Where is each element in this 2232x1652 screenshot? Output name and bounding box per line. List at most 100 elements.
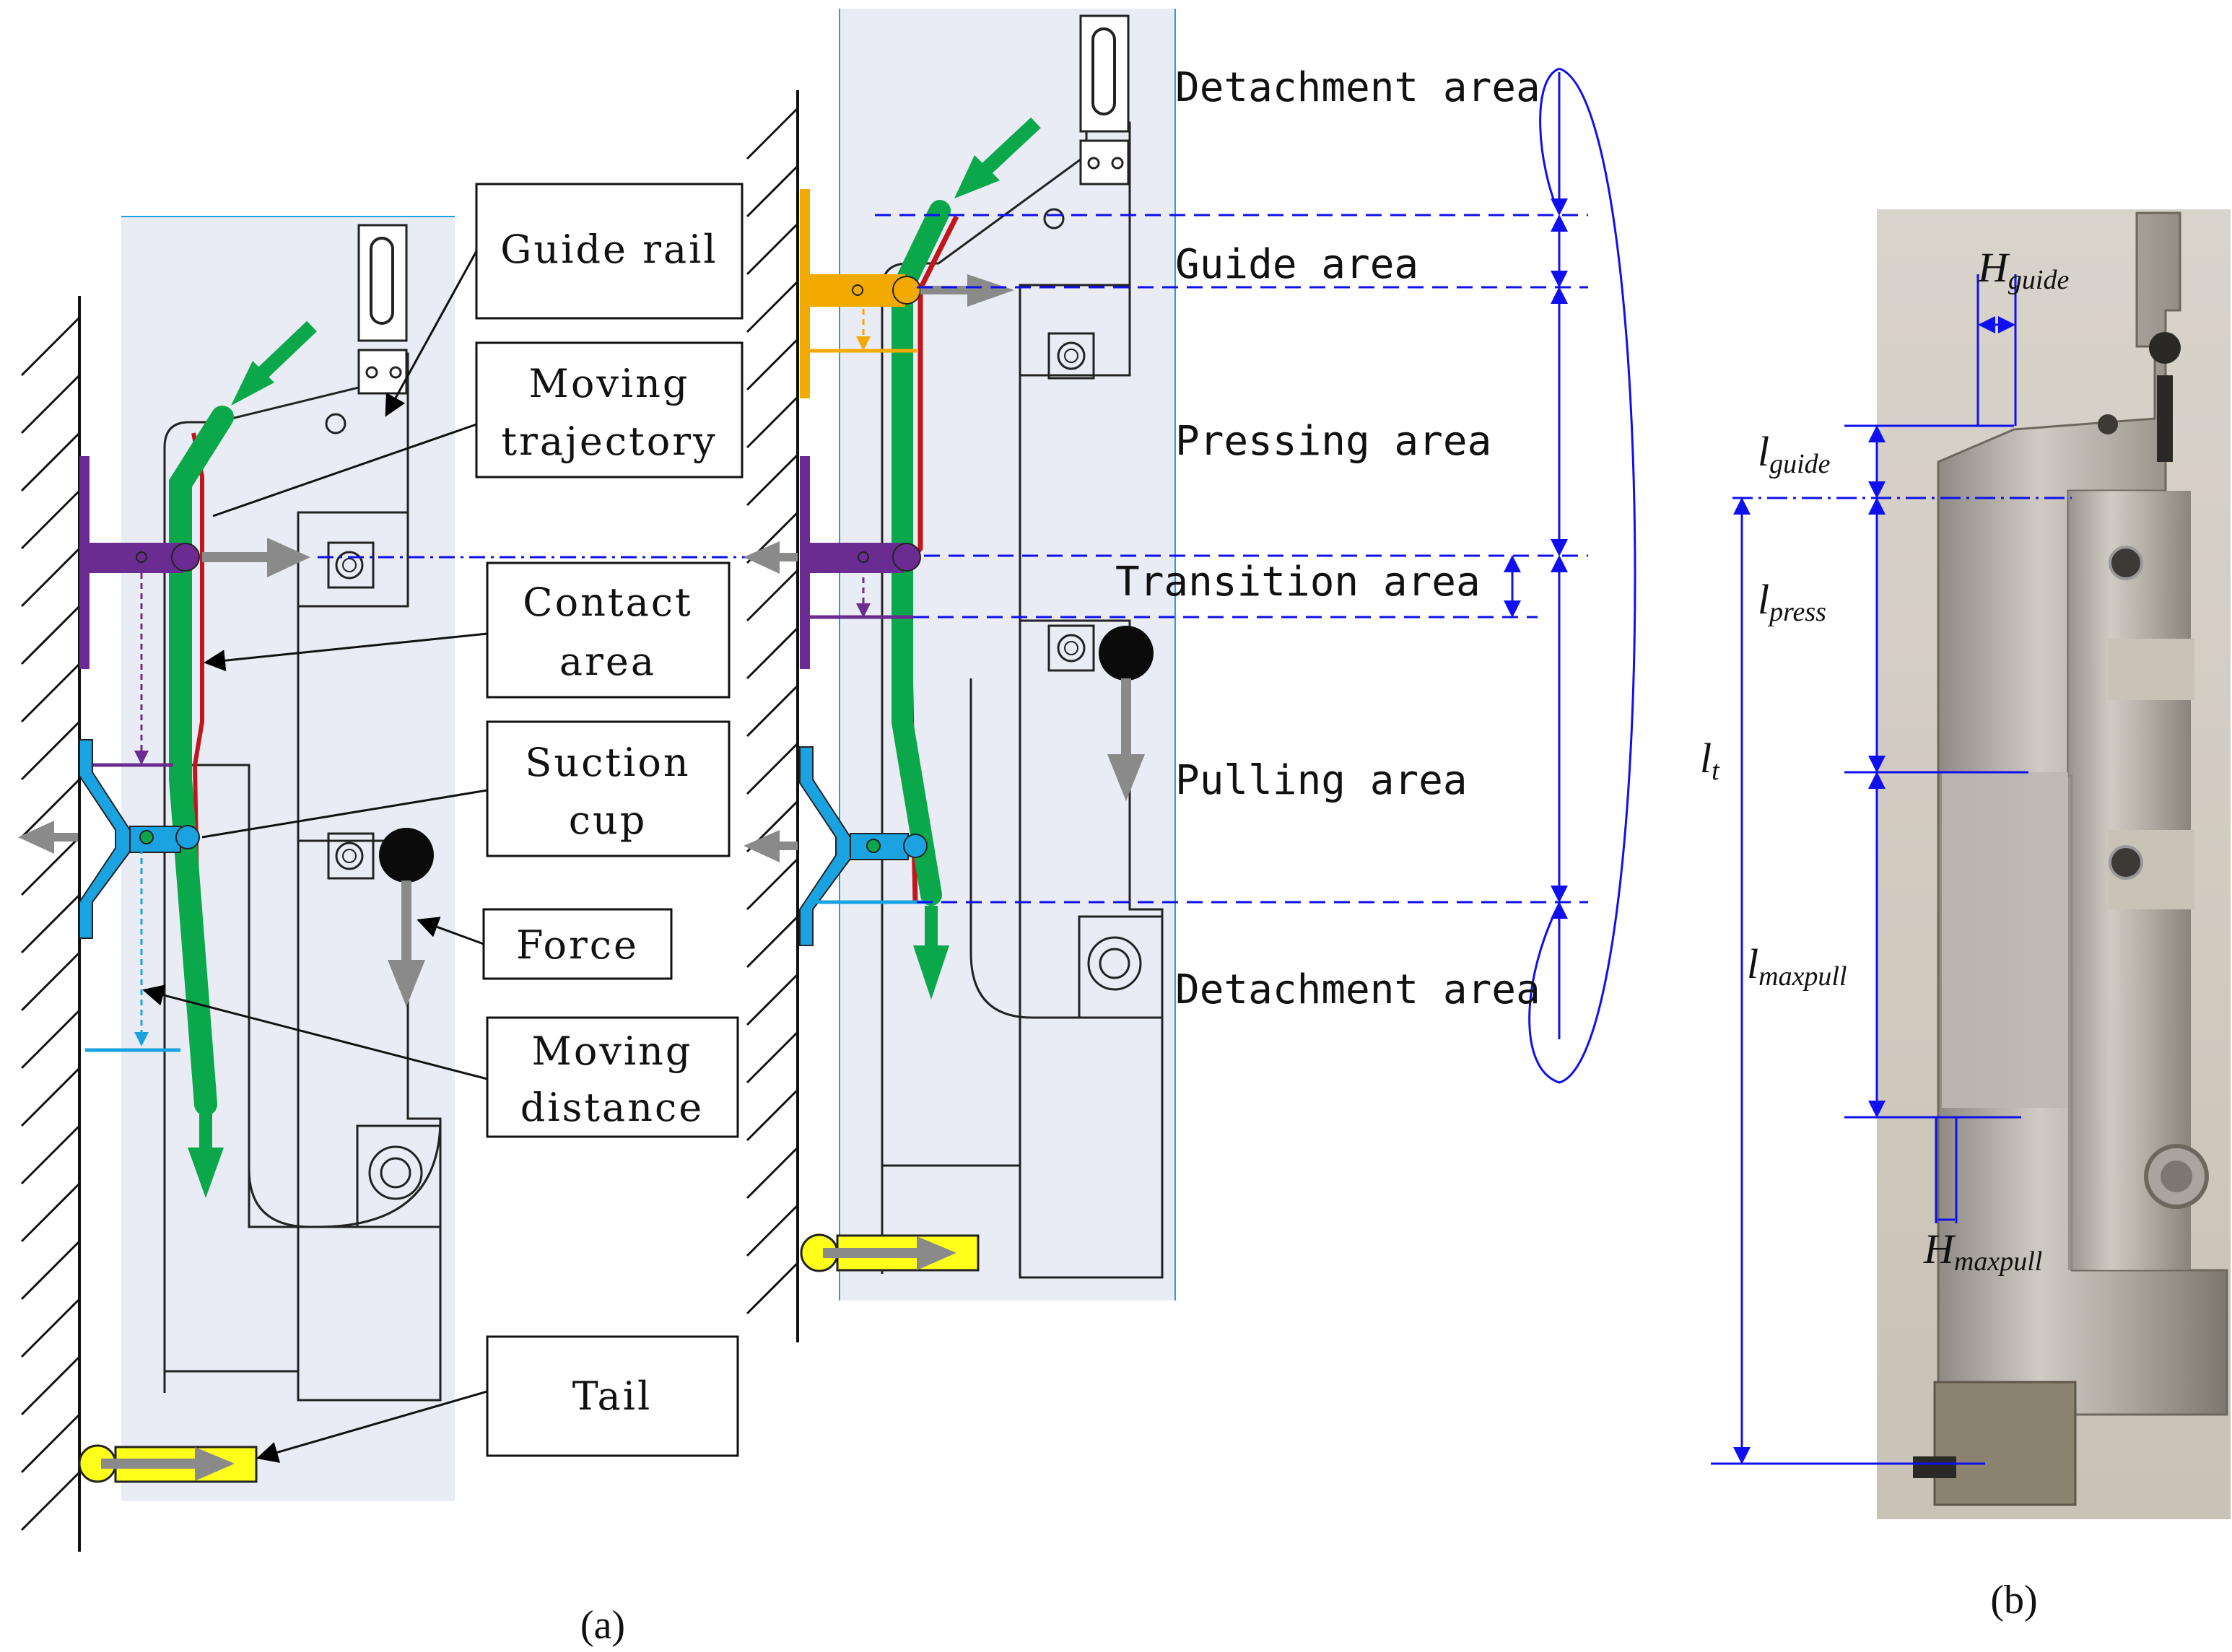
leader-force xyxy=(417,917,484,945)
right-purple-cup-pad xyxy=(800,456,810,669)
dim-label-h-maxpull: Hmaxpull xyxy=(1923,1225,2042,1277)
zone-boundaries xyxy=(875,214,1588,904)
zone-label-transition: Transition area xyxy=(1115,559,1481,606)
leader-moving-trajectory xyxy=(212,423,477,517)
right-hole-3-inner xyxy=(1064,641,1078,655)
right-blue-cup-body xyxy=(799,746,851,946)
left-hole-2 xyxy=(335,551,364,580)
left-weight xyxy=(379,828,434,883)
part-screw xyxy=(2157,375,2173,462)
right-slot xyxy=(1091,27,1116,115)
left-hole-box-3 xyxy=(356,1124,442,1228)
caption-b: (b) xyxy=(1990,1578,2037,1622)
leader-tail xyxy=(256,1390,488,1463)
right-orange-move-head xyxy=(856,336,871,351)
left-slot xyxy=(370,237,394,325)
right-tail-arrowhead xyxy=(917,1236,956,1270)
left-wall xyxy=(20,296,81,1552)
callout-moving-distance-line1: Moving xyxy=(532,1028,693,1074)
left-force-arrowhead-left xyxy=(18,821,54,854)
right-purple-cup-joint xyxy=(892,543,921,572)
callout-box-contact-area xyxy=(486,561,731,699)
part-hole-2 xyxy=(2109,546,2143,580)
callout-box-moving-distance xyxy=(486,1016,739,1138)
left-tail-arrowhead xyxy=(195,1447,235,1481)
dim-label-l-t: lt xyxy=(1700,735,1720,786)
left-hole-4-inner xyxy=(380,1157,411,1189)
right-orange-cup-pad xyxy=(800,189,810,398)
left-hole-1 xyxy=(325,413,346,434)
detachment-loop xyxy=(1528,67,1636,1084)
left-blue-move-head xyxy=(134,1032,149,1046)
right-hole-2 xyxy=(1057,341,1086,370)
right-trajectory-arrow-in xyxy=(977,117,1041,179)
left-hole-3 xyxy=(335,842,364,870)
dim-label-h-guide: Hguide xyxy=(1977,244,2069,295)
photo-panel: Hguide lguide lpress lt lmaxpull Hmaxpul… xyxy=(1700,209,2231,1519)
left-hole-3-inner xyxy=(342,849,357,863)
left-hole-2-inner xyxy=(342,558,357,572)
right-trajectory xyxy=(892,200,951,906)
right-orange-cup-pin xyxy=(852,284,863,296)
callout-box-tail xyxy=(486,1335,739,1457)
callout-moving-trajectory-line2: trajectory xyxy=(501,419,717,464)
left-trajectory xyxy=(169,406,234,1116)
part-tail-block xyxy=(1933,1381,2077,1506)
part-screw-head xyxy=(2149,332,2181,364)
left-blue-cup-body xyxy=(79,739,131,939)
right-hole-2-inner xyxy=(1064,349,1078,363)
right-force-arrowhead-left-lower xyxy=(744,830,780,862)
zone-label-pressing: Pressing area xyxy=(1175,418,1491,465)
callout-box-moving-trajectory xyxy=(475,341,744,478)
callout-box-suction-cup xyxy=(486,720,731,857)
left-bolt-2 xyxy=(389,366,402,379)
right-wall xyxy=(746,90,799,1342)
left-purple-cup-joint xyxy=(171,543,200,572)
callout-group: Guide rail Moving trajectory Contact are… xyxy=(142,183,744,1463)
right-bolt-1 xyxy=(1087,157,1100,170)
diagram-right: Detachment area Guide area Pressing area… xyxy=(744,9,1636,1342)
right-bolt-2 xyxy=(1111,157,1124,170)
right-purple-cup-pin xyxy=(858,551,869,563)
right-weight xyxy=(1099,626,1154,681)
dim-label-l-press: lpress xyxy=(1758,576,1826,627)
callout-moving-distance-line2: distance xyxy=(520,1085,704,1130)
left-bolt-1 xyxy=(365,366,378,379)
callout-guide-rail: Guide rail xyxy=(500,227,718,272)
part-hole-top xyxy=(2098,414,2118,434)
left-trajectory-arrowhead-in xyxy=(231,361,274,406)
right-force-arrowhead-right xyxy=(967,274,1014,307)
detachment-loop-top xyxy=(1539,67,1561,214)
left-force-arrowhead-right xyxy=(267,538,310,577)
right-hole-4 xyxy=(1087,936,1142,991)
right-hole-box-3 xyxy=(1078,915,1164,1019)
zone-label-guide: Guide area xyxy=(1175,241,1418,288)
right-orange-cup-arm xyxy=(810,274,905,307)
right-purple-move-head xyxy=(856,603,871,618)
part-hole-3 xyxy=(2109,845,2143,880)
left-blue-cup-pin xyxy=(139,830,154,844)
left-slot-plate xyxy=(357,224,408,342)
left-hole-box-2 xyxy=(327,832,375,880)
callout-moving-trajectory-line1: Moving xyxy=(529,361,690,406)
zone-label-detachment-top: Detachment area xyxy=(1175,64,1540,111)
right-hole-box-1 xyxy=(1047,332,1095,380)
part-bottom-screw xyxy=(1913,1456,1956,1478)
callout-tail: Tail xyxy=(572,1373,653,1419)
left-trajectory-arrowhead-out xyxy=(188,1148,224,1198)
caption-a: (a) xyxy=(580,1603,625,1648)
leader-guide-rail xyxy=(385,250,478,417)
right-orange-cup-joint xyxy=(892,276,921,305)
zone-label-detachment-bottom: Detachment area xyxy=(1175,966,1540,1013)
right-hole-box-2 xyxy=(1047,624,1095,672)
part-notch-2 xyxy=(2108,639,2194,700)
dim-label-l-maxpull: lmaxpull xyxy=(1747,940,1847,992)
zone-label-pulling: Pulling area xyxy=(1175,757,1468,804)
leader-contact-area xyxy=(204,632,488,672)
callout-force: Force xyxy=(516,922,639,968)
callout-box-force xyxy=(482,908,673,980)
right-force-arrowhead-left-upper xyxy=(744,541,780,574)
left-hole-4 xyxy=(368,1145,423,1200)
right-trajectory-arrowhead-out xyxy=(913,945,949,1000)
